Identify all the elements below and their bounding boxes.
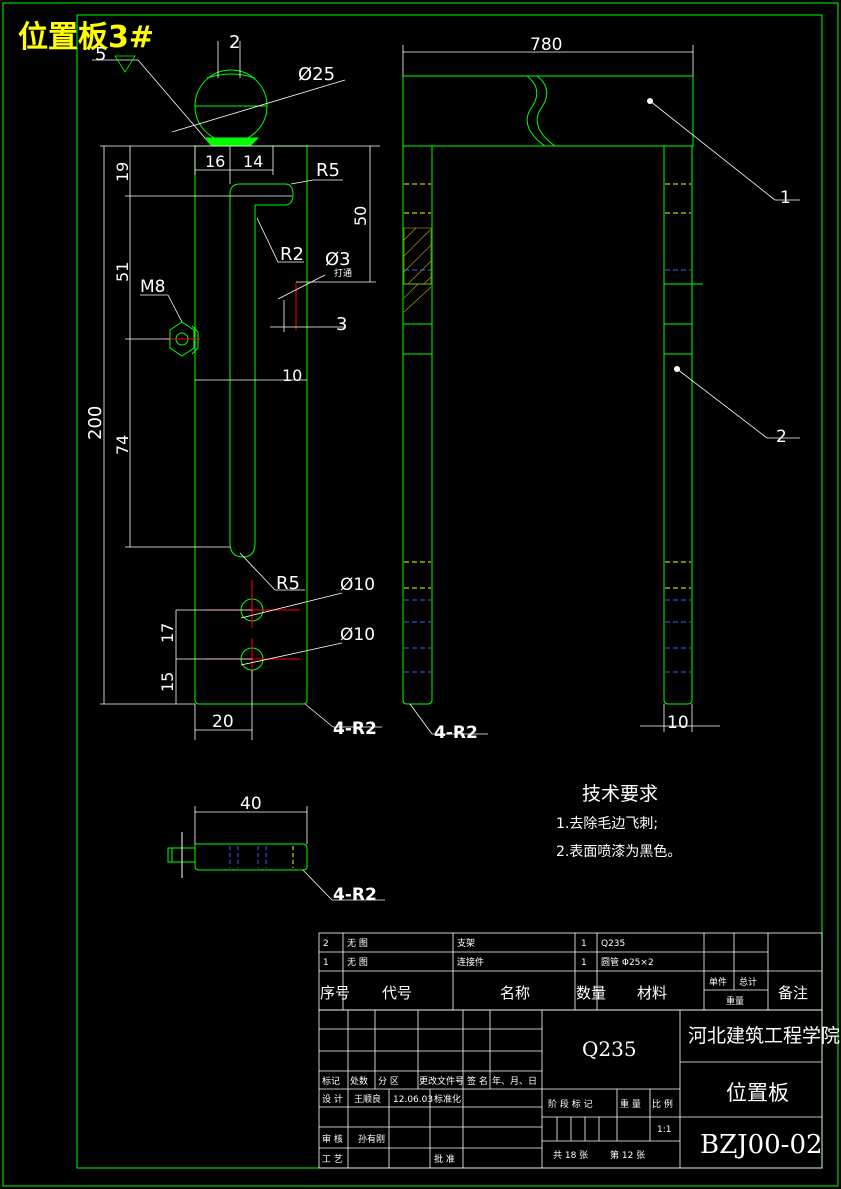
tb-rev-h3: 更改文件号 xyxy=(419,1075,464,1087)
bom-h-code: 代号 xyxy=(382,984,412,1002)
tb-reviewer: 孙有刚 xyxy=(358,1133,385,1145)
tb-rev-h2: 分 区 xyxy=(378,1076,399,1087)
dim-diam10-b: Ø10 xyxy=(340,625,375,645)
tb-sheet: 第 12 张 xyxy=(610,1149,645,1161)
bom-qty-1: 1 xyxy=(581,958,587,968)
balloon-1: 1 xyxy=(780,188,791,208)
dim-4r2-b: 4-R2 xyxy=(434,723,478,743)
bom-h-material: 材料 xyxy=(637,984,667,1002)
bom-no-2: 2 xyxy=(323,939,329,949)
tb-approve-label: 批 准 xyxy=(434,1153,455,1165)
bom-code-1: 无 图 xyxy=(347,957,368,968)
dim-d3-note: 打通 xyxy=(334,267,352,279)
dim-200: 200 xyxy=(85,406,106,440)
balloon-2: 2 xyxy=(776,427,787,447)
side-view xyxy=(402,75,703,705)
tb-weight-label: 重 量 xyxy=(620,1098,641,1110)
tb-scale: 1:1 xyxy=(657,1125,671,1135)
bom-h-total: 总计 xyxy=(739,976,757,988)
tb-rev-h5: 年、月、日 xyxy=(492,1075,537,1087)
dim-780: 780 xyxy=(530,35,562,55)
tb-review-label: 审 核 xyxy=(322,1133,343,1145)
dim-w40: 40 xyxy=(240,794,262,814)
dim-m8: M8 xyxy=(140,277,165,297)
drawing-title: 位置板3# xyxy=(18,20,154,55)
notes-item-2: 2.表面喷漆为黑色。 xyxy=(556,843,681,860)
dim-w10: 10 xyxy=(282,366,302,385)
dim-d3: Ø3 xyxy=(325,249,351,270)
bom-h-weight: 重量 xyxy=(726,995,744,1007)
dim-51: 51 xyxy=(113,262,132,282)
tb-rev-h1: 处数 xyxy=(350,1075,368,1087)
dim-top-2: 2 xyxy=(229,32,240,53)
dim-17: 17 xyxy=(158,623,177,643)
slot xyxy=(229,183,294,558)
dim-15: 15 xyxy=(158,672,177,692)
bom-h-no: 序号 xyxy=(320,984,350,1002)
dim-4r2-c: 4-R2 xyxy=(333,885,377,905)
dim-50: 50 xyxy=(351,206,370,226)
title-block-lines xyxy=(318,1009,823,1169)
dim-weld-5: 5 xyxy=(95,44,106,65)
dim-w14: 14 xyxy=(243,152,263,171)
inner-frame xyxy=(76,14,823,1169)
top-view xyxy=(167,832,308,878)
bom-h-name: 名称 xyxy=(500,984,530,1002)
bom-h-remark: 备注 xyxy=(778,984,808,1002)
dim-w10-side: 10 xyxy=(667,713,689,733)
left-leg xyxy=(402,145,433,705)
bom-qty-2: 1 xyxy=(581,939,587,949)
front-view xyxy=(164,69,308,705)
bom-no-1: 1 xyxy=(323,958,329,968)
dim-4r2-a: 4-R2 xyxy=(333,719,377,739)
tb-rev-h4: 签 名 xyxy=(467,1075,488,1087)
tb-scale-label: 比 例 xyxy=(652,1098,673,1110)
tb-part-name: 位置板 xyxy=(726,1081,789,1105)
tb-process-label: 工 艺 xyxy=(322,1154,343,1165)
dim-74: 74 xyxy=(113,435,132,455)
dim-r5-top: R5 xyxy=(316,160,340,181)
tb-sheets: 共 18 张 xyxy=(553,1150,588,1161)
dim-r5-bot: R5 xyxy=(276,573,300,594)
front-dimensions xyxy=(92,41,382,740)
weld-fill xyxy=(203,137,260,147)
dim-diam25: Ø25 xyxy=(298,64,335,85)
tb-stage-label: 阶 段 标 记 xyxy=(548,1098,593,1110)
dim-diam10-a: Ø10 xyxy=(340,575,375,595)
top-dimensions xyxy=(194,806,385,901)
notes-heading: 技术要求 xyxy=(582,783,658,805)
dim-w3: 3 xyxy=(336,314,347,335)
bom-mat-1: 圆管 Φ25×2 xyxy=(601,956,654,968)
side-dimensions xyxy=(402,45,800,735)
bom-name-2: 支架 xyxy=(457,937,475,949)
bom-h-unit: 单件 xyxy=(709,976,727,988)
bom-name-1: 连接件 xyxy=(457,956,484,968)
tb-school: 河北建筑工程学院 xyxy=(688,1025,840,1047)
plate-outline xyxy=(194,145,308,705)
bom-h-qty: 数量 xyxy=(576,984,606,1002)
tb-drawing-no: BZJ00-02 xyxy=(700,1130,823,1160)
dim-w16: 16 xyxy=(205,152,225,171)
tb-material: Q235 xyxy=(582,1037,637,1061)
dim-19: 19 xyxy=(113,162,132,182)
tb-std-label: 标准化 xyxy=(434,1093,461,1105)
tube-top xyxy=(402,75,694,147)
notes-item-1: 1.去除毛边飞刺; xyxy=(556,816,658,832)
tb-rev-h0: 标记 xyxy=(322,1075,340,1087)
right-leg xyxy=(663,145,693,705)
bom-code-2: 无 图 xyxy=(347,938,368,949)
dim-w20: 20 xyxy=(212,712,234,732)
tb-design-label: 设 计 xyxy=(322,1093,343,1105)
tb-designer: 王顺良 xyxy=(354,1093,381,1105)
tb-design-date: 12.06.03 xyxy=(393,1095,433,1105)
dim-r2: R2 xyxy=(280,244,304,265)
bom-mat-2: Q235 xyxy=(601,939,625,949)
